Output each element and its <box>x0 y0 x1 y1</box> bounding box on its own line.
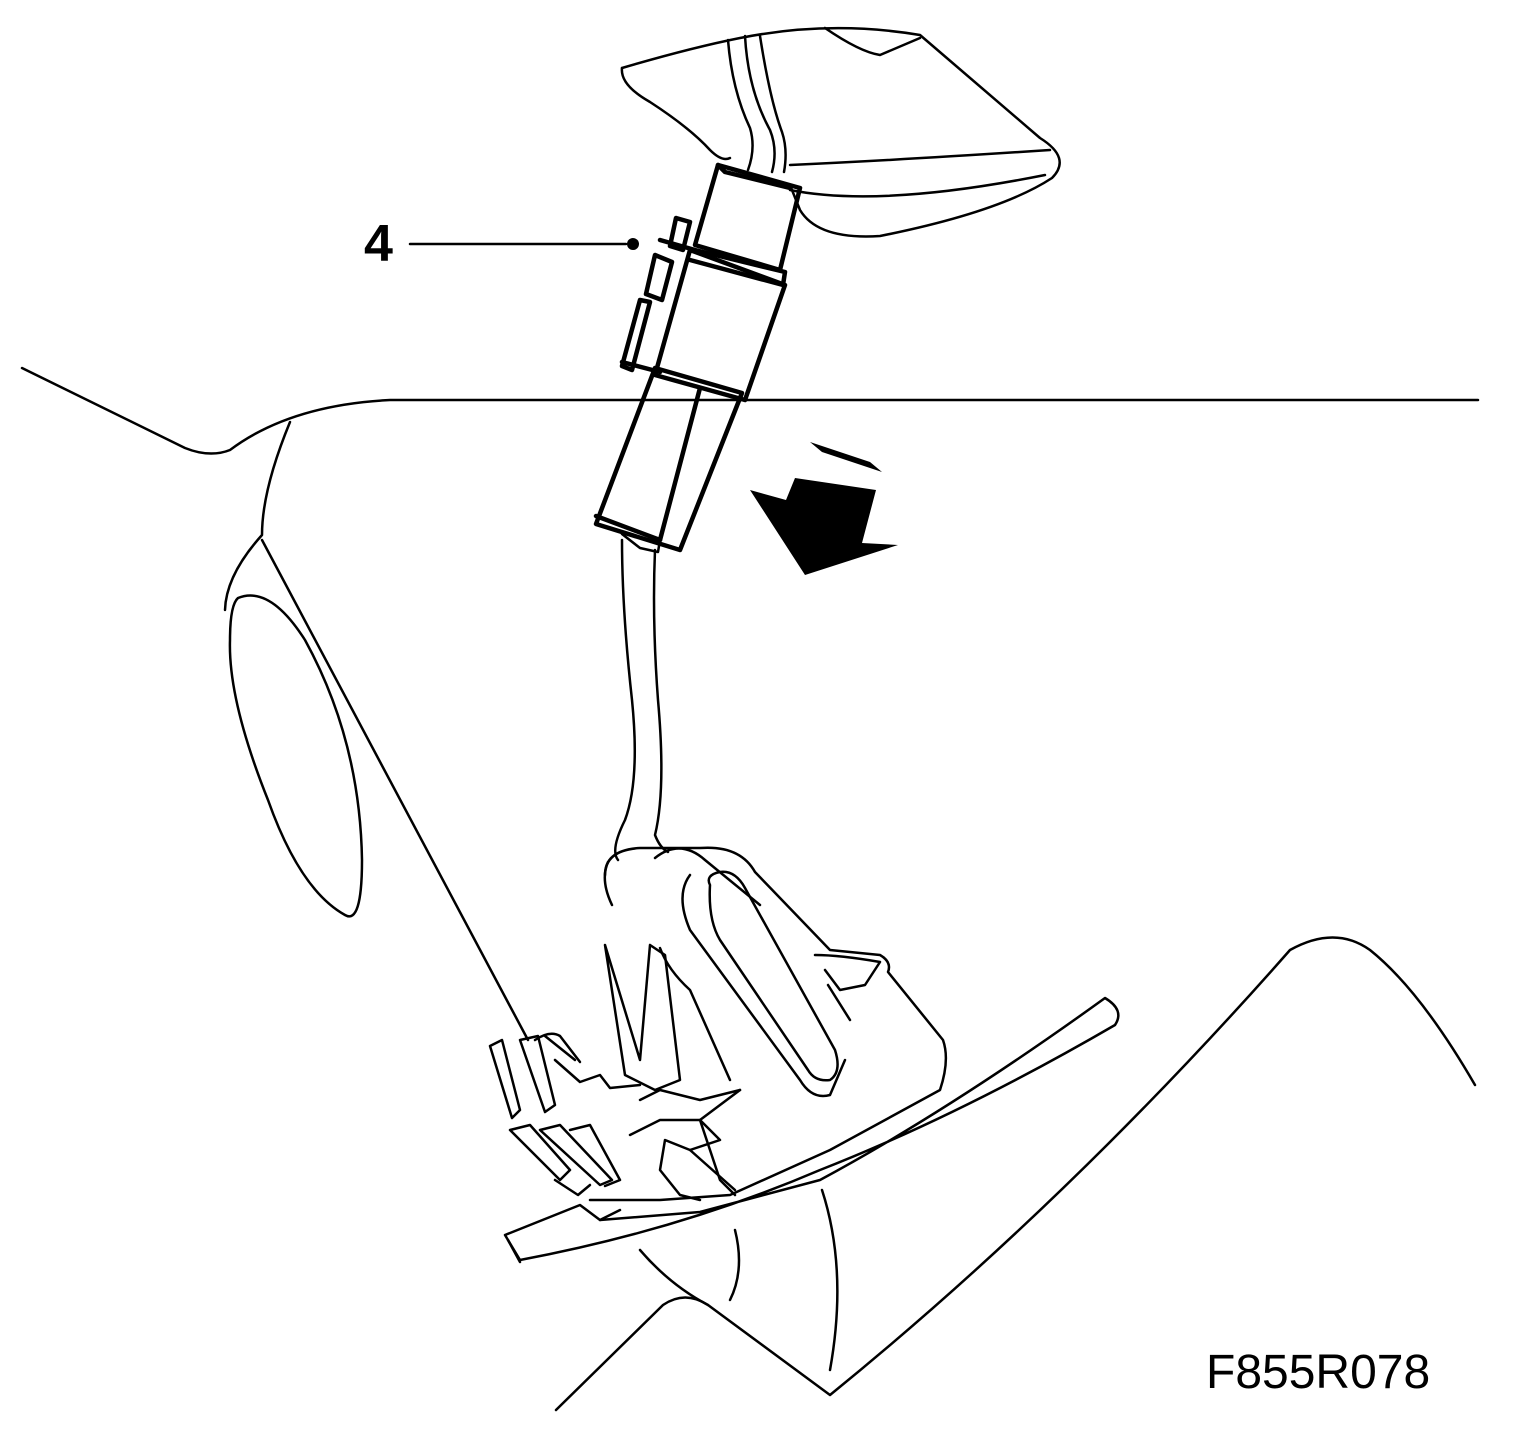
callout-leader-dot <box>627 238 639 250</box>
diagonal-edge-line <box>260 538 530 1042</box>
upper-wire-c <box>758 34 787 174</box>
lower-inner-curve-2 <box>728 1228 741 1302</box>
lower-contour-line <box>554 936 1477 1412</box>
lower-wire-right <box>652 548 670 854</box>
upper-housing-face-2 <box>788 173 1047 198</box>
connector-middle <box>619 247 788 403</box>
upper-housing-inner <box>620 66 732 161</box>
wheel-arch-outline <box>228 594 364 918</box>
lower-inner-curve-3 <box>820 1188 839 1372</box>
callout-number-label: 4 <box>364 215 393 273</box>
lower-inner-curve <box>638 1248 710 1307</box>
connector-upper <box>657 162 803 288</box>
upper-housing <box>620 26 1061 238</box>
upper-wire-a <box>726 38 754 172</box>
upper-wire-b <box>743 34 776 174</box>
figure-code-label: F855R078 <box>1206 1346 1431 1399</box>
body-contour-line <box>20 366 1480 455</box>
lower-wire-ferrule <box>620 532 662 554</box>
panel-edge-line <box>223 420 292 612</box>
connector-lower <box>593 365 745 553</box>
lower-wire-left <box>613 538 637 862</box>
upper-housing-face <box>788 148 1052 167</box>
clip-assembly <box>488 846 1120 1264</box>
direction-arrow <box>750 442 898 575</box>
upper-housing-ridge <box>823 26 922 57</box>
